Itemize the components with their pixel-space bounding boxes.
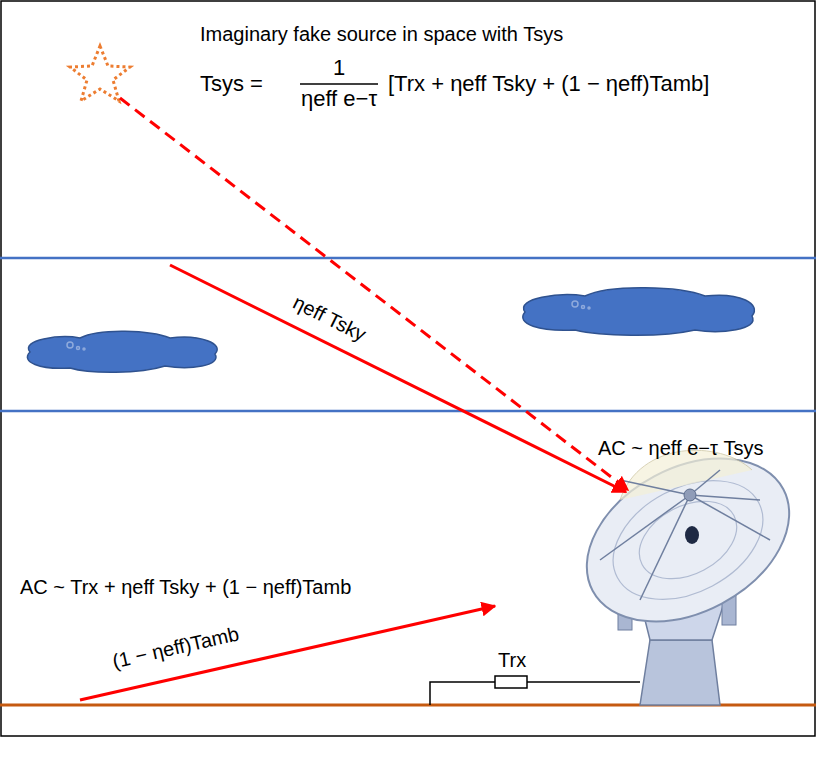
atmosphere-bottom <box>0 410 816 413</box>
cloud <box>523 288 755 336</box>
formula-denominator: ηeff e−τ <box>301 87 377 111</box>
frame <box>1 1 815 736</box>
antenna-dish <box>559 426 816 705</box>
resistor-label: Trx <box>498 648 526 672</box>
ray-label: (1 − ηeff)Tamb <box>110 621 241 673</box>
cloud <box>27 331 217 372</box>
title-note: Imaginary fake source in space with Tsys <box>200 22 563 46</box>
receiver-resistor <box>430 676 640 705</box>
fraction-bar <box>300 83 378 85</box>
ground-ray <box>80 606 495 700</box>
formula-numerator: 1 <box>333 56 345 80</box>
ray-label: ηeff Tsky <box>289 290 370 346</box>
atmosphere-top <box>0 257 816 260</box>
autocorrelation-label: AC ~ Trx + ηeff Tsky + (1 − ηeff)Tamb <box>20 575 351 599</box>
fake-source-ray <box>120 98 628 490</box>
formula-bracket: [Trx + ηeff Tsky + (1 − ηeff)Tamb] <box>388 72 709 96</box>
autocorrelation-label: AC ~ ηeff e−τ Tsys <box>598 436 763 460</box>
sky-ray <box>170 265 626 492</box>
fake-source-star <box>70 46 130 101</box>
formula-lhs: Tsys = <box>200 72 263 96</box>
